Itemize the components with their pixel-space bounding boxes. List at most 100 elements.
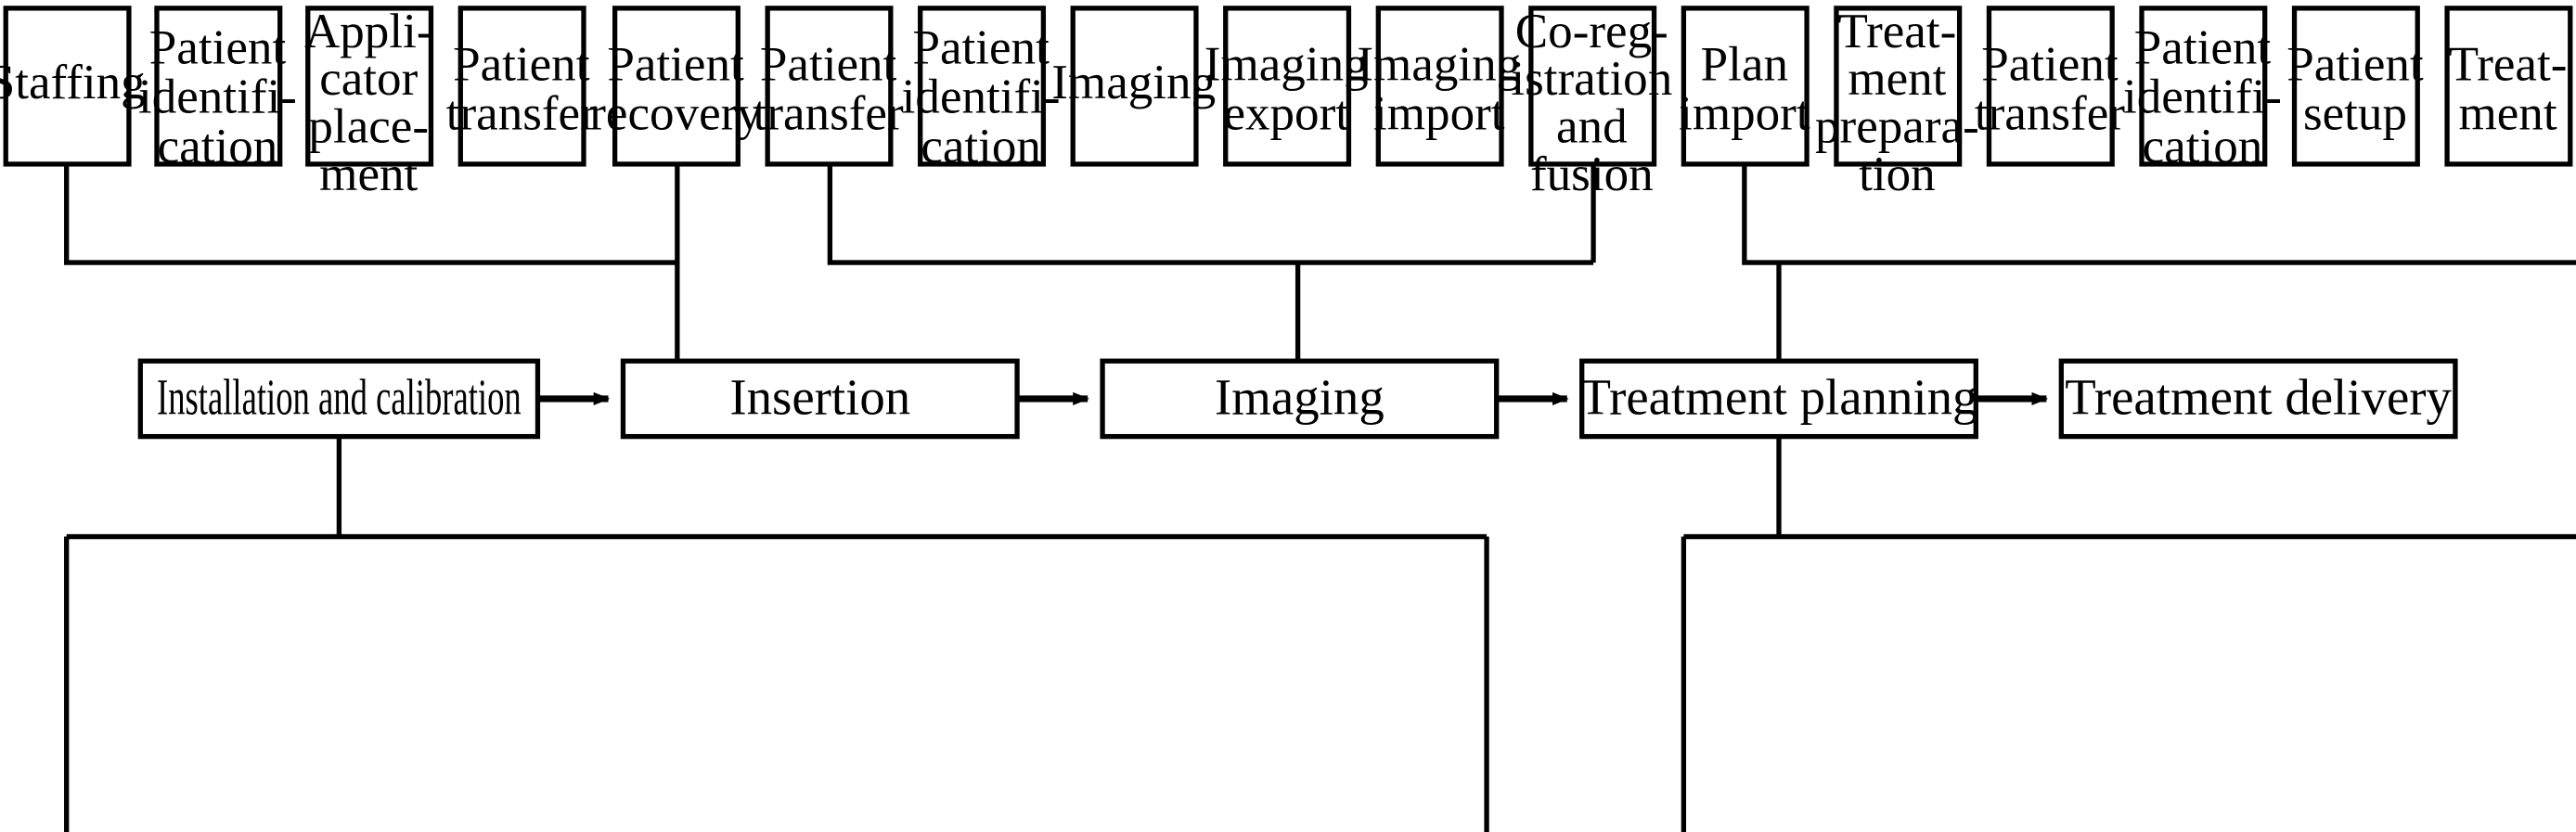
top-step-label: fusion [1530,147,1654,201]
top-step-label: Patient [2134,21,2272,75]
svg-text:Installation and calibration: Installation and calibration [157,368,522,425]
svg-text:and: and [1556,100,1628,154]
svg-text:Patient: Patient [1981,37,2119,91]
svg-text:transfer: transfer [753,87,904,141]
svg-text:import: import [1679,87,1810,141]
svg-text:cator: cator [319,52,418,106]
svg-text:place-: place- [308,100,429,154]
svg-text:ment: ment [1848,52,1946,106]
svg-text:Imaging: Imaging [1051,56,1216,109]
top-step-applicator-placement[interactable]: Appli- cator place- ment [304,5,434,201]
svg-text:setup: setup [2303,87,2407,141]
top-step-label: Patient [453,37,590,91]
svg-text:Patient: Patient [2286,37,2424,91]
top-step-label: Patient [607,37,744,91]
top-step-label: Staffing [0,56,146,109]
svg-text:recovery: recovery [589,87,762,141]
top-step-label: ment [2458,87,2557,141]
top-step-patient-setup[interactable]: Patient setup [2286,6,2424,167]
top-step-label: Imaging [1051,56,1216,109]
top-step-label: Patient [149,21,287,75]
svg-text:Patient: Patient [2134,21,2272,75]
top-step-label: cation [921,120,1041,173]
top-step-label: Imaging [1204,37,1369,91]
main-process-treatment-delivery[interactable]: Treatment delivery [2058,358,2458,440]
svg-text:transfer: transfer [1975,87,2125,141]
top-step-label: Plan [1701,37,1788,91]
top-step-label: cation [158,120,278,173]
svg-text:cation: cation [158,120,278,173]
top-step-imaging-export[interactable]: Imaging export [1204,6,1369,167]
svg-text:export: export [1223,87,1349,141]
top-step-co-registration-and-fusion[interactable]: Co-reg- istration and fusion [1511,5,1672,201]
svg-text:cation: cation [2143,120,2263,173]
top-step-label: Patient [912,21,1050,75]
top-step-label: and [1556,100,1628,154]
top-step-plan-import[interactable]: Plan import [1679,6,1810,167]
connector-bracket-insertion-left [64,163,677,265]
top-step-patient-identification-2[interactable]: Patient identifi- cation [902,6,1061,173]
top-step-label: ment [319,147,418,201]
main-process-label: Treatment delivery [2065,368,2452,425]
top-step-label: Patient [760,37,897,91]
svg-text:Insertion: Insertion [729,368,910,425]
top-step-patient-transfer-1[interactable]: Patient transfer [446,6,597,167]
svg-text:fusion: fusion [1530,147,1654,201]
svg-text:Plan: Plan [1701,37,1788,91]
top-step-label: export [1223,87,1349,141]
svg-text:Treatment planning: Treatment planning [1580,368,1978,425]
top-step-treatment-preparation[interactable]: Treat- ment prepara- tion [1815,5,1979,201]
top-step-patient-identification-1[interactable]: Patient identifi- cation [138,6,297,173]
svg-text:Staffing: Staffing [0,56,146,109]
svg-text:Patient: Patient [607,37,744,91]
top-step-label: recovery [589,87,762,141]
top-step-label: identifi- [2123,70,2282,124]
main-process-installation-and-calibration[interactable]: Installation and calibration [137,358,541,440]
svg-text:Patient: Patient [912,21,1050,75]
top-step-patient-recovery[interactable]: Patient recovery [589,6,762,167]
svg-text:prepara-: prepara- [1815,100,1979,154]
top-step-label: identifi- [138,70,297,124]
top-step-label: Treat- [1838,5,1957,58]
svg-text:identifi-: identifi- [902,70,1061,124]
top-step-patient-transfer-3[interactable]: Patient transfer [1975,6,2125,167]
svg-text:Patient: Patient [149,21,287,75]
svg-text:Patient: Patient [453,37,590,91]
top-step-label: Imaging [1357,37,1521,91]
top-step-label: Co-reg- [1515,5,1668,58]
main-process-treatment-planning[interactable]: Treatment planning [1579,358,1978,440]
main-process-label: Treatment planning [1580,368,1978,425]
svg-text:ment: ment [2458,87,2557,141]
svg-text:Treat-: Treat- [1838,5,1957,58]
top-step-patient-identification-3[interactable]: Patient identifi- cation [2123,6,2282,173]
top-step-label: Appli- [304,5,433,58]
svg-text:Treatment delivery: Treatment delivery [2065,368,2452,425]
svg-text:Co-reg-: Co-reg- [1515,5,1668,58]
svg-text:identifi-: identifi- [138,70,297,124]
top-step-staffing[interactable]: Staffing [0,6,146,167]
svg-text:Imaging: Imaging [1204,37,1369,91]
main-process-insertion[interactable]: Insertion [620,358,1020,440]
connector-bracket-treatment-right [1742,163,2576,265]
top-step-imaging-import[interactable]: Imaging import [1357,6,1521,167]
main-process-imaging[interactable]: Imaging [1100,358,1500,440]
top-step-treatment[interactable]: Treat- ment [2444,6,2573,167]
top-step-label: cator [319,52,418,106]
svg-text:Patient: Patient [760,37,897,91]
top-step-label: ment [1848,52,1946,106]
top-step-imaging[interactable]: Imaging [1051,6,1216,167]
svg-text:transfer: transfer [446,87,597,141]
connector-bracket-imaging-left [827,163,1594,265]
svg-text:import: import [1373,87,1505,141]
top-step-label: tion [1859,147,1936,201]
top-step-label: Patient [1981,37,2119,91]
connector-lines [64,163,2576,832]
svg-text:Imaging: Imaging [1215,368,1385,425]
top-step-label: import [1373,87,1505,141]
top-step-patient-transfer-2[interactable]: Patient transfer [753,6,904,167]
main-process-label: Insertion [729,368,910,425]
svg-text:ment: ment [319,147,418,201]
svg-text:cation: cation [921,120,1041,173]
top-step-boxes: Staffing Patient identifi- cation Appli-… [0,5,2573,201]
top-step-label: prepara- [1815,100,1979,154]
